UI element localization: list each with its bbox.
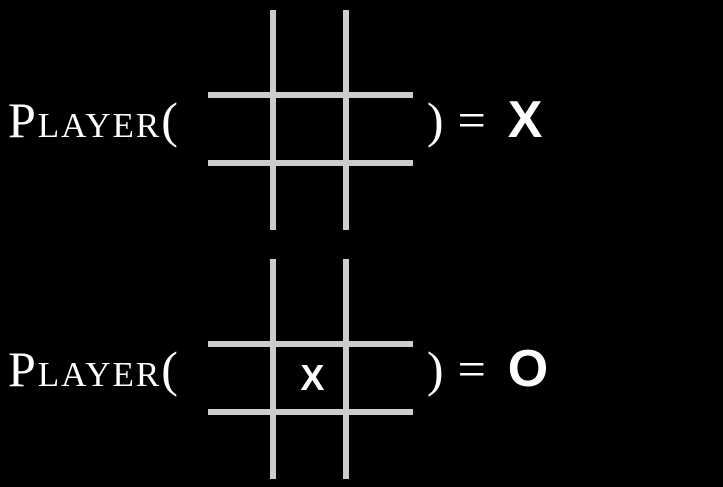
board-cell: [349, 347, 413, 409]
board-cells: [208, 10, 413, 230]
close-paren: ): [426, 340, 444, 397]
tic-tac-toe-board-empty: [207, 10, 413, 230]
board-cell: [276, 259, 349, 347]
board-cell: [349, 259, 413, 347]
board-cell: [349, 10, 413, 98]
board-vertical-line-2: [342, 10, 349, 230]
board-cells: X: [208, 259, 413, 479]
tic-tac-toe-board-center-x: X: [207, 258, 413, 479]
board-vertical-line-1: [269, 258, 276, 479]
board-horizontal-line-1: [207, 92, 413, 98]
board-cell: [349, 160, 413, 230]
board-vertical-line-2: [342, 258, 349, 479]
board-cell: [208, 10, 276, 98]
player-function-statement-2: Player( X ) = O: [0, 250, 723, 487]
board-cell: [208, 347, 276, 409]
player-function-label: Player(: [8, 340, 180, 397]
board-cell-center-x: X: [300, 356, 325, 398]
board-cell: [276, 98, 349, 160]
board-horizontal-line-2: [207, 408, 413, 415]
equals-sign: =: [457, 92, 486, 148]
board-horizontal-line-2: [207, 160, 413, 166]
board-cell: [276, 409, 349, 479]
equals-sign: =: [457, 340, 486, 397]
player-function-label: Player(: [8, 92, 180, 148]
player-function-statement-1: Player( ) = X: [0, 0, 723, 240]
board-cell: [208, 160, 276, 230]
close-paren: ): [426, 92, 444, 148]
board-horizontal-line-1: [207, 340, 413, 347]
board-cell: [208, 409, 276, 479]
board-cell: [349, 409, 413, 479]
player-result-o: O: [507, 339, 549, 398]
board-cell: [349, 98, 413, 160]
board-vertical-line-1: [269, 10, 276, 230]
board-cell: [208, 98, 276, 160]
player-result-x: X: [507, 91, 543, 149]
board-cell: [276, 160, 349, 230]
board-cell: [276, 10, 349, 98]
board-cell: [208, 259, 276, 347]
